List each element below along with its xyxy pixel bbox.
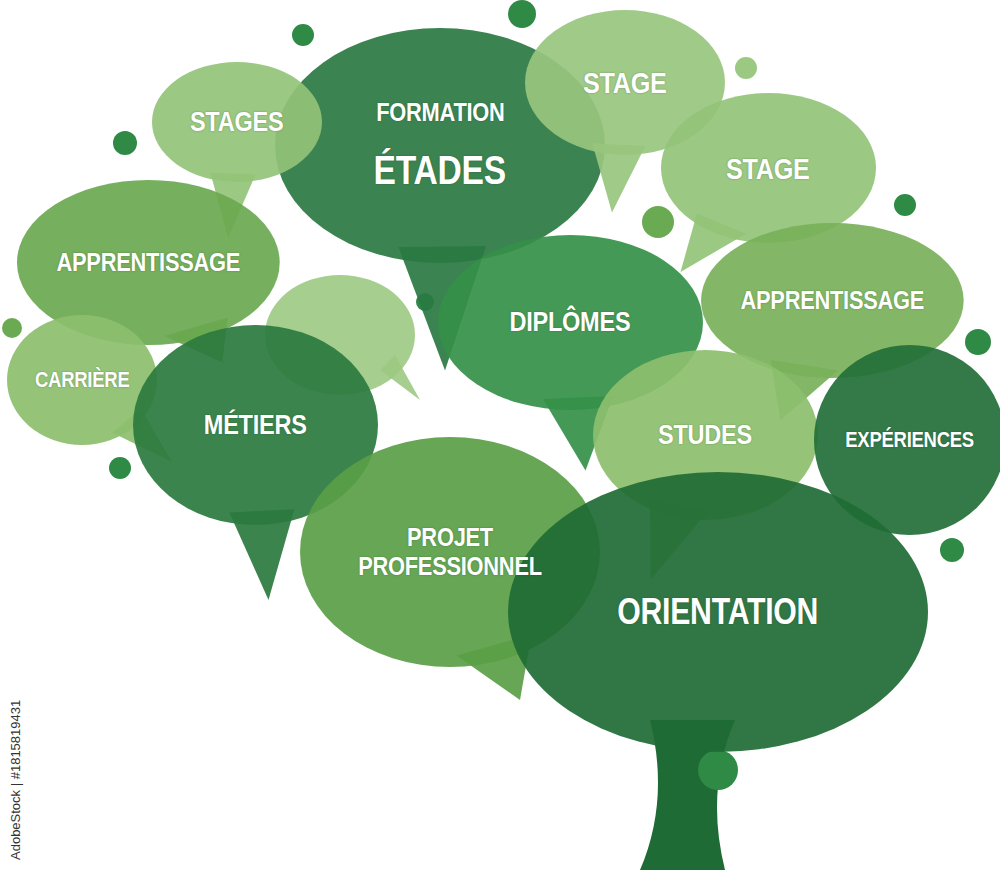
bubble-label: PROJET PROFESSIONNEL <box>349 523 551 580</box>
bubble-body <box>152 62 322 182</box>
speech-bubble: ORIENTATION <box>508 472 928 752</box>
speech-bubble: STAGES <box>152 62 322 182</box>
bubble-label: MÉTIERS <box>204 410 307 441</box>
watermark-id: AdobeStock | #1815819431 <box>8 700 23 860</box>
bubble-tail <box>380 355 420 400</box>
bubble-label: CARRIÈRE <box>35 368 130 392</box>
bubble-label: STUDES <box>658 420 752 451</box>
bubble-label: APPRENTISSAGE <box>56 248 240 277</box>
bubble-label: ORIENTATION <box>617 592 818 632</box>
bubble-label: STAGE <box>726 152 810 185</box>
bubble-label: APPRENTISSAGE <box>740 286 924 315</box>
bubble-body <box>661 93 876 243</box>
bubble-label: EXPÉRIENCES <box>846 428 975 452</box>
bubble-body <box>508 472 928 752</box>
bubble-label: ÉTADES <box>374 148 506 192</box>
bubble-label: STAGE <box>583 66 667 99</box>
speech-bubble: STAGE <box>661 93 876 243</box>
bubble-label: FORMATION <box>376 98 504 127</box>
bubble-label: STAGES <box>190 107 283 138</box>
bubble-label: DIPLÔMES <box>510 307 631 338</box>
